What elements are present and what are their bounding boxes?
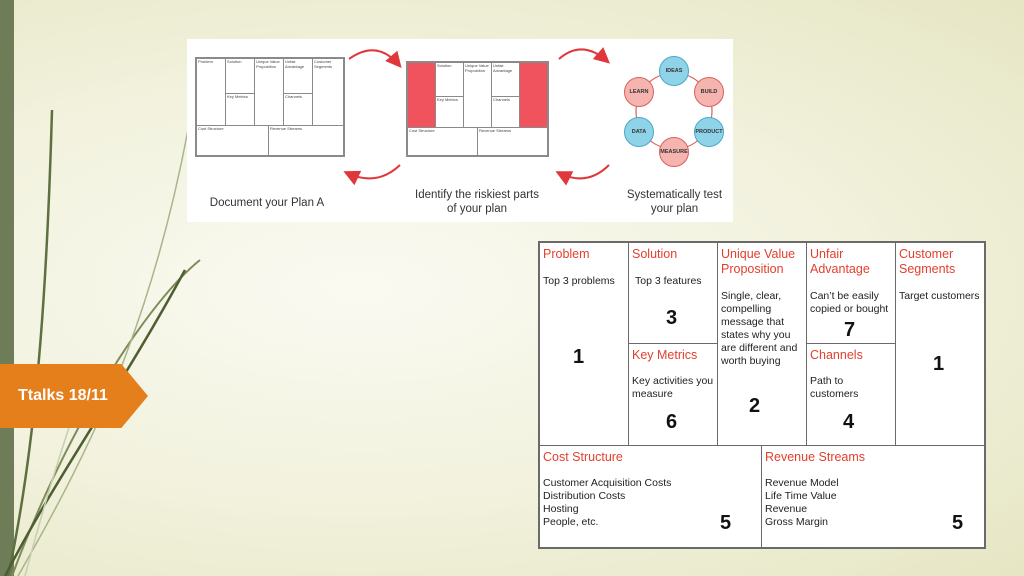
cell-unique-value-proposition: Unique Value Proposition Single, clear, … — [717, 242, 807, 446]
uvp-title-line2: Proposition — [721, 262, 784, 276]
uvp-number: 2 — [749, 395, 761, 417]
cell-customer-segments: Customer Segments Target customers 1 — [895, 242, 985, 446]
arrow-step2-to-step3 — [558, 47, 611, 64]
revenue-desc-line4: Gross Margin — [765, 516, 829, 528]
cell-cost-structure: Cost Structure Customer Acquisition Cost… — [539, 445, 762, 548]
left-accent-bar — [0, 0, 14, 576]
uvp-desc-line2: compelling — [721, 303, 772, 315]
uvp-desc-line4: states why you — [721, 329, 791, 341]
cell-key-metrics: Key Metrics Key activities you measure 6 — [628, 343, 718, 446]
channels-number: 4 — [843, 411, 855, 433]
cost-desc-line4: People, etc. — [543, 516, 599, 528]
revenue-desc-line2: Life Time Value — [765, 490, 837, 502]
cost-desc-line2: Distribution Costs — [543, 490, 626, 502]
cell-solution: Solution Top 3 features 3 — [628, 242, 718, 344]
cell-unfair-advantage: Unfair Advantage Can’t be easily copied … — [806, 242, 896, 344]
cell-channels: Channels Path to customers 4 — [806, 343, 896, 446]
channels-desc: Path to customers — [810, 375, 858, 401]
cycle-node-build: BUILD — [694, 77, 724, 107]
metrics-desc-line2: measure — [632, 388, 673, 400]
solution-desc: Top 3 features — [635, 275, 702, 287]
uvp-desc-line5: are different and — [721, 342, 798, 354]
channels-desc-line1: Path to — [810, 375, 844, 387]
problem-title: Problem — [543, 247, 590, 261]
step2-caption-line2: of your plan — [446, 203, 508, 215]
cost-desc-line1: Customer Acquisition Costs — [543, 477, 672, 489]
mini-cell-revenue-2: Revenue Streams — [477, 127, 548, 156]
segments-desc: Target customers — [899, 290, 980, 302]
problem-number: 1 — [573, 346, 585, 368]
segments-title-line2: Segments — [899, 262, 956, 276]
arrow-step3-back-step2 — [555, 164, 610, 186]
uvp-title-line1: Unique Value — [721, 247, 796, 261]
process-arrows — [343, 47, 611, 186]
step2-caption: Identify the riskiest parts of your plan — [392, 188, 562, 216]
revenue-desc-line1: Revenue Model — [765, 477, 839, 489]
problem-desc: Top 3 problems — [543, 275, 615, 287]
unfair-title: Unfair Advantage — [810, 247, 870, 277]
mini-canvas-plan-a: Problem Solution Key Metrics Unique Valu… — [195, 57, 345, 157]
uvp-desc-line6: worth buying — [721, 355, 781, 367]
cycle-node-measure: MEASURE — [659, 137, 689, 167]
step3-caption: Systematically test your plan — [607, 188, 742, 216]
cost-number: 5 — [720, 512, 732, 534]
lean-canvas: Problem Top 3 problems 1 Solution Top 3 … — [538, 241, 986, 549]
revenue-desc-line3: Revenue — [765, 503, 808, 515]
cost-title: Cost Structure — [543, 450, 623, 464]
lean-process-image: Problem Solution Key Metrics Unique Valu… — [187, 39, 733, 222]
session-tag-label: Ttalks 18/11 — [18, 387, 108, 404]
metrics-number: 6 — [666, 411, 678, 433]
unfair-desc-line2: copied or bought — [810, 303, 889, 315]
mini-cell-segments-risk — [519, 62, 548, 128]
segments-title: Customer Segments — [899, 247, 955, 277]
cell-revenue-streams: Revenue Streams Revenue Model Life Time … — [761, 445, 985, 548]
segments-title-line1: Customer — [899, 247, 954, 261]
cycle-node-product: PRODUCT — [694, 117, 724, 147]
uvp-title: Unique Value Proposition — [721, 247, 795, 277]
step3-caption-line1: Systematically test — [626, 189, 723, 201]
arrow-step2-back-step1 — [343, 164, 401, 186]
unfair-desc-line1: Can’t be easily — [810, 290, 879, 302]
segments-number: 1 — [933, 353, 945, 375]
cycle-node-learn: LEARN — [624, 77, 654, 107]
arrow-step1-to-step2 — [348, 49, 402, 69]
metrics-desc: Key activities you measure — [632, 375, 713, 401]
session-tag: Ttalks 18/11 — [0, 364, 148, 428]
channels-title: Channels — [810, 348, 863, 362]
cell-problem: Problem Top 3 problems 1 — [539, 242, 629, 446]
unfair-title-line2: Advantage — [810, 262, 870, 276]
uvp-desc-line1: Single, clear, — [721, 290, 782, 302]
cost-desc: Customer Acquisition Costs Distribution … — [543, 477, 671, 529]
solution-number: 3 — [666, 307, 678, 329]
unfair-title-line1: Unfair — [810, 247, 844, 261]
mini-canvas-risk: Solution Key Metrics Unique Value Propos… — [406, 61, 549, 157]
step3-caption-line2: your plan — [650, 203, 699, 215]
unfair-desc: Can’t be easily copied or bought — [810, 290, 888, 316]
metrics-title: Key Metrics — [632, 348, 698, 362]
channels-desc-line2: customers — [810, 388, 859, 400]
step2-caption-line1: Identify the riskiest parts — [415, 189, 539, 201]
revenue-title: Revenue Streams — [765, 450, 866, 464]
step1-caption-line1: Document your Plan A — [209, 197, 325, 209]
cycle-node-ideas: IDEAS — [659, 56, 689, 86]
cost-desc-line3: Hosting — [543, 503, 579, 515]
mini-cell-revenue: Revenue Streams — [268, 125, 344, 156]
uvp-desc: Single, clear, compelling message that s… — [721, 290, 797, 368]
metrics-desc-line1: Key activities you — [632, 375, 714, 387]
revenue-number: 5 — [952, 512, 964, 534]
uvp-desc-line3: message that — [721, 316, 785, 328]
revenue-desc: Revenue Model Life Time Value Revenue Gr… — [765, 477, 839, 529]
unfair-number: 7 — [844, 319, 856, 341]
step1-caption: Document your Plan A — [187, 196, 347, 210]
cycle-node-data: DATA — [624, 117, 654, 147]
solution-title: Solution — [632, 247, 678, 261]
